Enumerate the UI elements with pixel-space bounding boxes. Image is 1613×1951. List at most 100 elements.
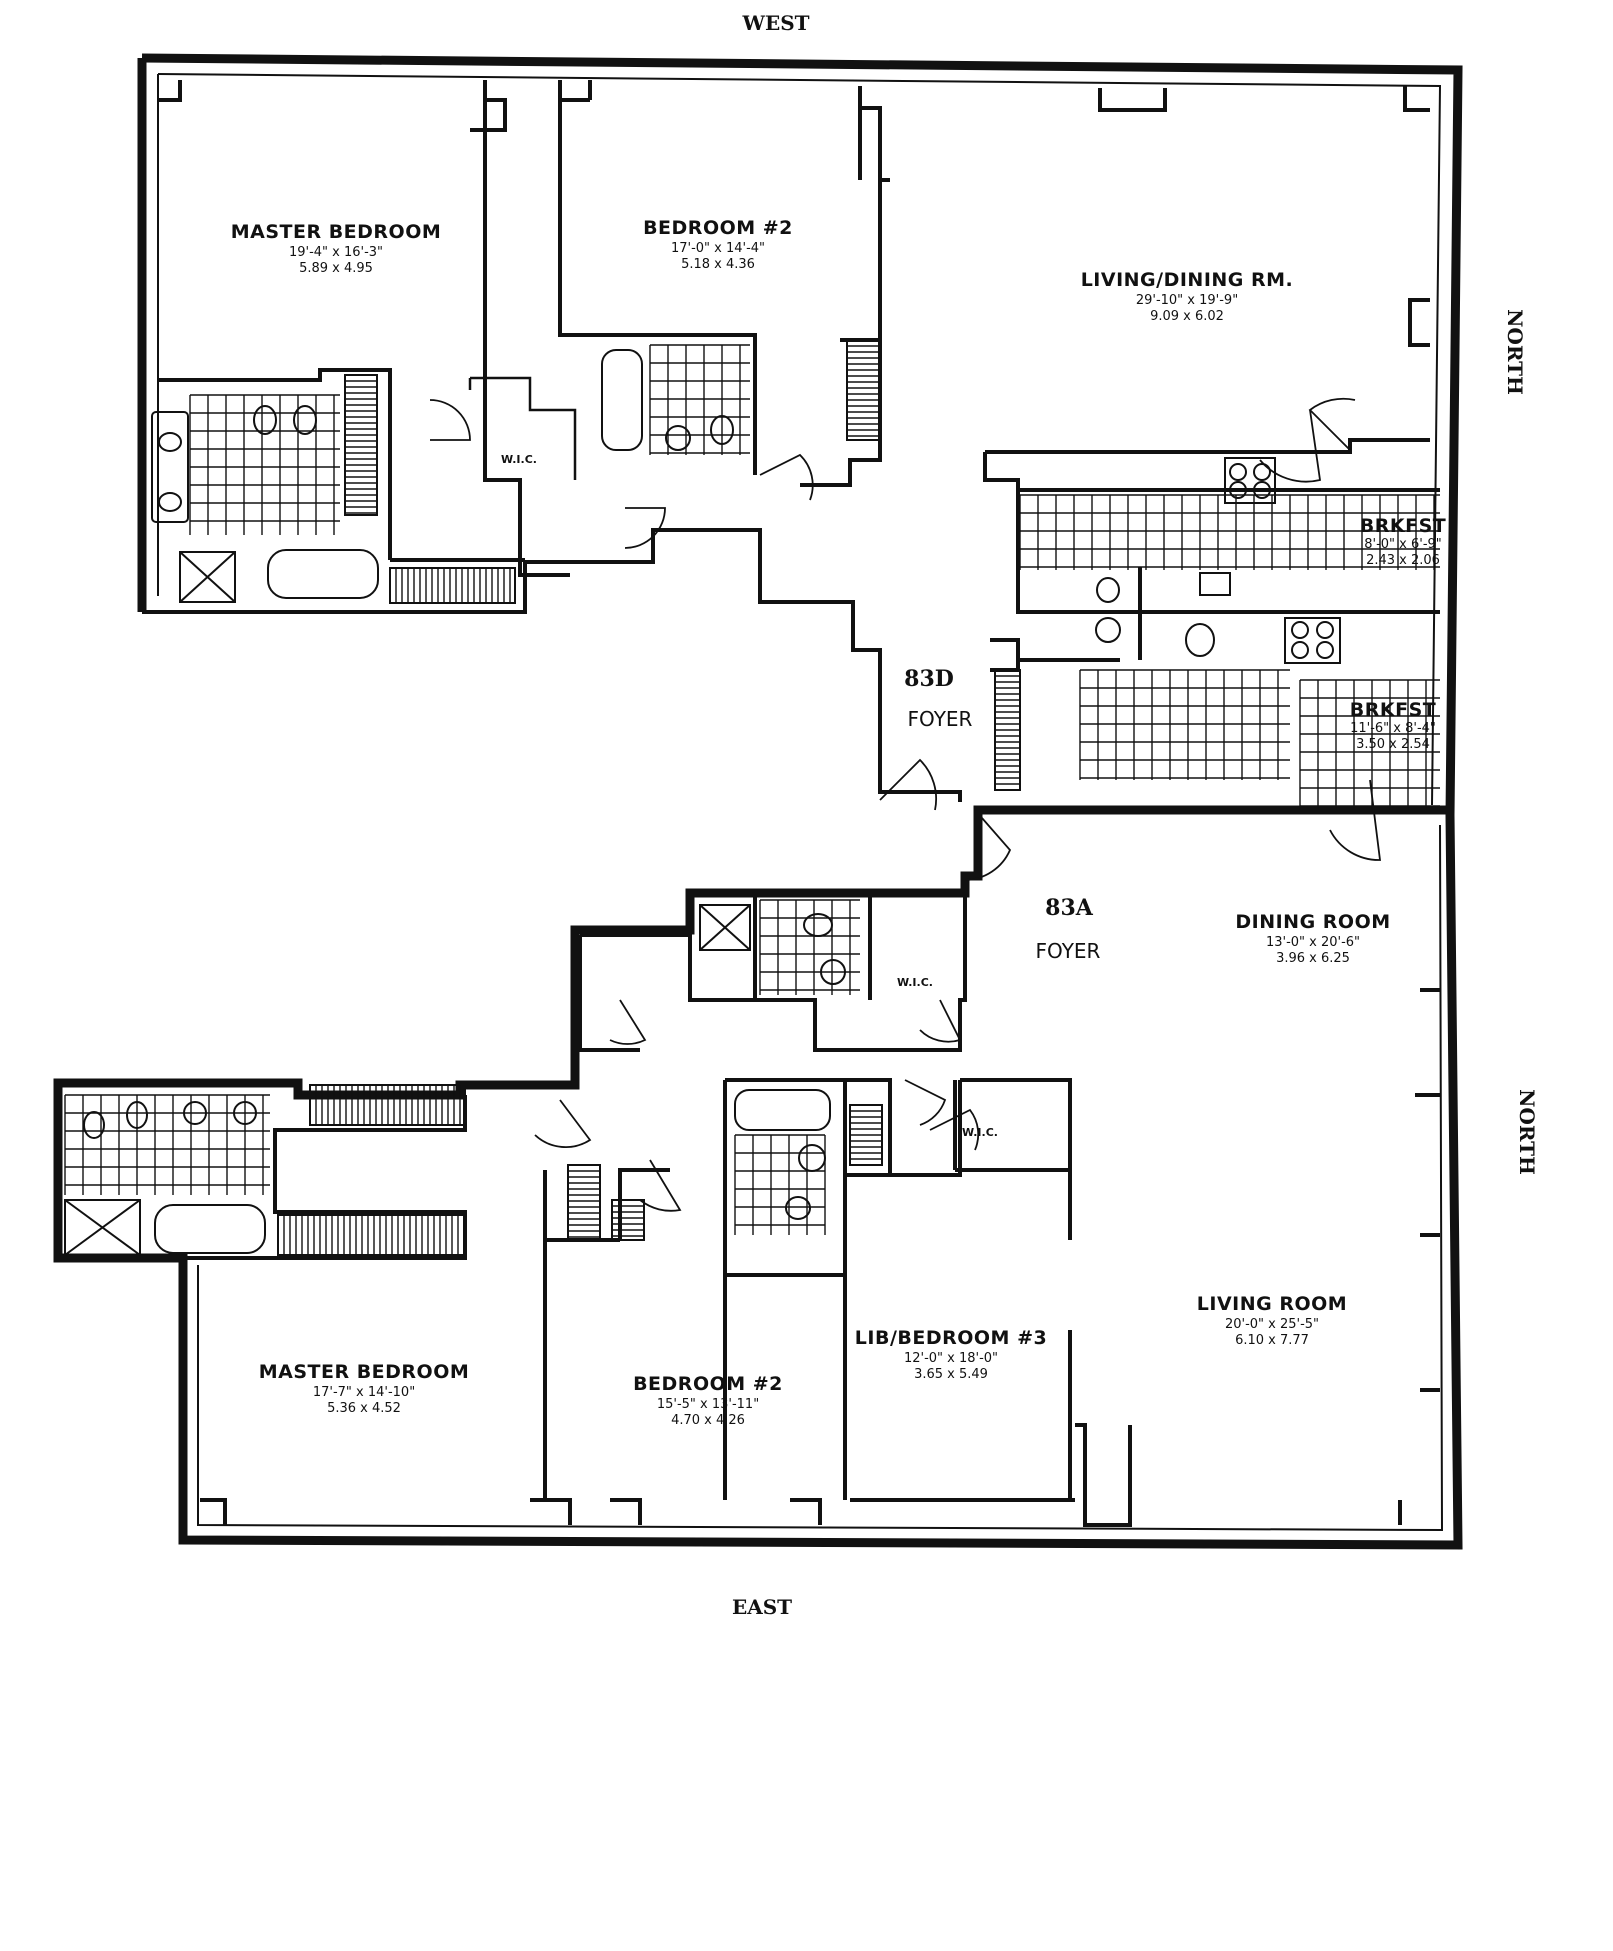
room-dim-imperial: 29'-10" x 19'-9" bbox=[1136, 293, 1238, 308]
room-name-living-dining: LIVING/DINING RM. bbox=[1081, 269, 1294, 291]
toilet-icon bbox=[803, 913, 833, 937]
unit-83d-bedroom-2-walls bbox=[558, 80, 882, 487]
door-swing-icon bbox=[1308, 397, 1356, 451]
closet-hatching bbox=[277, 339, 1021, 1256]
sink-icon bbox=[1199, 572, 1231, 596]
toilet-icon bbox=[785, 1196, 811, 1220]
closet-shelf bbox=[344, 374, 378, 516]
room-dim-metric: 2.43 x 2.06 bbox=[1366, 553, 1440, 568]
sink-icon bbox=[158, 492, 182, 512]
foyer-label-83d: FOYER bbox=[908, 707, 973, 731]
room-dim-metric: 5.89 x 4.95 bbox=[299, 261, 373, 276]
door-swing-icon bbox=[929, 1108, 980, 1151]
sink-icon bbox=[798, 1144, 826, 1172]
unit-label-83d: 83D bbox=[904, 666, 954, 692]
bathtub-icon bbox=[601, 349, 643, 451]
room-dim-imperial: 12'-0" x 18'-0" bbox=[904, 1351, 998, 1366]
unit-83a-hall-walls bbox=[578, 891, 967, 1052]
room-dim-imperial: 15'-5" x 13'-11" bbox=[657, 1397, 759, 1412]
toilet-icon bbox=[1096, 577, 1120, 603]
room-name-master-bedroom-83d: MASTER BEDROOM bbox=[231, 221, 442, 243]
room-name-living-room: LIVING ROOM bbox=[1197, 1293, 1347, 1315]
bidet-icon bbox=[83, 1111, 105, 1139]
door-swing-icon bbox=[429, 399, 471, 441]
room-dim-metric: 5.36 x 4.52 bbox=[327, 1401, 401, 1416]
room-dim-imperial: 13'-0" x 20'-6" bbox=[1266, 935, 1360, 950]
bathtub-icon bbox=[734, 1089, 831, 1131]
sink-icon bbox=[158, 432, 182, 452]
vanity bbox=[151, 411, 189, 523]
wic-label-83a-bedroom: W.I.C. bbox=[962, 1126, 998, 1139]
wic-label-83d: W.I.C. bbox=[501, 453, 537, 466]
door-swing-icon bbox=[609, 999, 647, 1045]
closet-shelf bbox=[277, 1214, 466, 1256]
unit-83d-master-bedroom-walls bbox=[158, 100, 577, 577]
room-dim-metric: 3.50 x 2.54 bbox=[1356, 737, 1430, 752]
unit-83a-master-wing-walls bbox=[183, 1095, 620, 1500]
door-swings bbox=[429, 397, 1382, 1212]
door-swing-icon bbox=[1329, 779, 1382, 861]
unit-83a-bedroom-walls bbox=[618, 1078, 1075, 1502]
sink-icon bbox=[1185, 623, 1215, 657]
bathtub-icon bbox=[267, 549, 379, 599]
burner-icon bbox=[1291, 641, 1309, 659]
bathtub-icon bbox=[154, 1204, 266, 1254]
foyer-label-83a: FOYER bbox=[1036, 939, 1101, 963]
sink-icon bbox=[183, 1101, 207, 1125]
burner-icon bbox=[1316, 641, 1334, 659]
room-dim-imperial: 17'-0" x 14'-4" bbox=[671, 241, 765, 256]
closet-shelf bbox=[567, 1164, 601, 1241]
compass-west: WEST bbox=[741, 11, 809, 35]
door-swing-icon bbox=[919, 999, 962, 1043]
sink-icon bbox=[820, 959, 846, 985]
room-dim-metric: 3.96 x 6.25 bbox=[1276, 951, 1350, 966]
room-name-bedroom-2-83d: BEDROOM #2 bbox=[643, 217, 793, 239]
burner-icon bbox=[1291, 621, 1309, 639]
closet-shelf bbox=[846, 339, 880, 441]
closet-shelf bbox=[611, 1199, 645, 1241]
closet-shelf bbox=[389, 567, 516, 604]
room-dim-metric: 5.18 x 4.36 bbox=[681, 257, 755, 272]
unit-83d-labels: MASTER BEDROOM 19'-4" x 16'-3" 5.89 x 4.… bbox=[231, 217, 1446, 731]
door-swing-icon bbox=[904, 1079, 947, 1126]
burner-icon bbox=[1229, 481, 1247, 499]
room-name-lib-bedroom-3: LIB/BEDROOM #3 bbox=[855, 1327, 1047, 1349]
wic-label-83a-hall: W.I.C. bbox=[897, 976, 933, 989]
room-dim-metric: 6.10 x 7.77 bbox=[1235, 1333, 1309, 1348]
door-swing-icon bbox=[879, 758, 938, 811]
burner-icon bbox=[1253, 481, 1271, 499]
room-dim-metric: 4.70 x 4.26 bbox=[671, 1413, 745, 1428]
door-swing-icon bbox=[964, 809, 1012, 881]
room-name-master-bedroom-83a: MASTER BEDROOM bbox=[259, 1361, 470, 1383]
room-name-dining-room: DINING ROOM bbox=[1235, 911, 1390, 933]
sink-icon bbox=[1095, 617, 1121, 643]
unit-83a-labels: BRKFST 11'-6" x 8'-4" 3.50 x 2.54 83A FO… bbox=[259, 699, 1436, 1428]
shower-icon bbox=[179, 551, 236, 603]
room-dim-imperial: 20'-0" x 25'-5" bbox=[1225, 1317, 1319, 1332]
sink-icon bbox=[665, 425, 691, 451]
sink-icon bbox=[233, 1101, 257, 1125]
room-dim-metric: 3.65 x 5.49 bbox=[914, 1367, 988, 1382]
door-swing-icon bbox=[759, 453, 814, 501]
room-dim-imperial: 19'-4" x 16'-3" bbox=[289, 245, 383, 260]
bidet-icon bbox=[293, 405, 317, 435]
room-name-brkfst-83d: BRKFST bbox=[1360, 515, 1446, 537]
room-dim-imperial: 11'-6" x 8'-4" bbox=[1350, 721, 1436, 736]
toilet-icon bbox=[126, 1101, 148, 1129]
toilet-icon bbox=[253, 405, 277, 435]
burner-icon bbox=[1316, 621, 1334, 639]
compass-north-lower: NORTH bbox=[1515, 1089, 1539, 1175]
room-dim-imperial: 17'-7" x 14'-10" bbox=[313, 1385, 415, 1400]
tile-grids bbox=[64, 344, 1440, 1235]
room-name-brkfst-83a: BRKFST bbox=[1350, 699, 1436, 721]
door-swing-icon bbox=[1259, 409, 1322, 483]
room-dim-imperial: 8'-0" x 6'-9" bbox=[1364, 537, 1442, 552]
fixtures bbox=[64, 349, 1341, 1256]
door-swing-icon bbox=[534, 1099, 592, 1148]
compass-east: EAST bbox=[732, 1595, 792, 1619]
range bbox=[1284, 617, 1341, 664]
room-name-bedroom-2-83a: BEDROOM #2 bbox=[633, 1373, 783, 1395]
shower-icon bbox=[699, 904, 751, 951]
shower-icon bbox=[64, 1199, 141, 1256]
door-swing-icon bbox=[639, 1159, 682, 1212]
